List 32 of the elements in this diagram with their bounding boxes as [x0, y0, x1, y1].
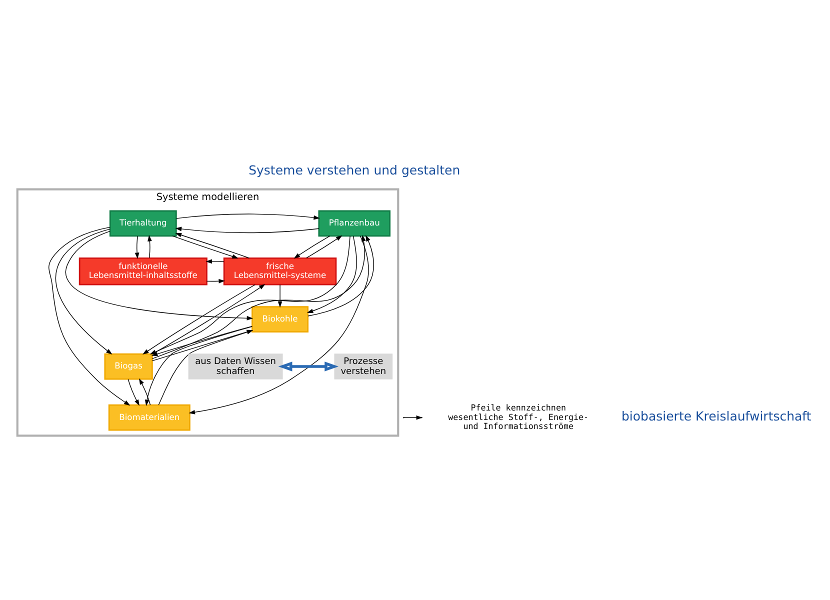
- node-box: aus Daten Wissen schaffen: [188, 354, 283, 380]
- node-box: frische Lebensmittel-systeme: [223, 257, 337, 286]
- arrow: [128, 378, 140, 406]
- node-box: Prozesse verstehen: [334, 354, 393, 380]
- arrow: [134, 236, 140, 259]
- arrow: [175, 226, 320, 234]
- arrow: [308, 235, 374, 316]
- arrow: [278, 284, 282, 308]
- arrow: [175, 232, 250, 258]
- node-box: Biokohle: [252, 306, 309, 332]
- label: Systeme verstehen und gestalten: [248, 162, 460, 178]
- arrow: [152, 284, 266, 354]
- node-box: funktionelle Lebensmittel-inhaltsstoffe: [78, 257, 208, 286]
- arrow: [206, 259, 224, 264]
- node-box: Biomaterialien: [108, 404, 190, 431]
- arrow: [48, 226, 130, 406]
- arrow: [56, 228, 112, 355]
- node-box: Pflanzenbau: [318, 210, 390, 237]
- arrow: [65, 230, 254, 320]
- legend-label: Pfeile kennzeichnen wesentliche Stoff-, Energie- und Informationsströme: [448, 402, 589, 431]
- node-box: Biogas: [104, 353, 153, 380]
- arrow: [176, 214, 320, 220]
- arrow: [139, 378, 151, 406]
- arrow: [148, 235, 152, 258]
- arrow: [306, 235, 342, 258]
- arrow: [172, 236, 238, 259]
- label: biobasierte Kreislaufwirtschaft: [621, 408, 812, 424]
- arrow: [278, 362, 339, 372]
- arrow: [306, 236, 357, 314]
- node-box: Tierhaltung: [109, 210, 177, 237]
- arrow: [294, 236, 330, 259]
- arrow: [206, 278, 225, 284]
